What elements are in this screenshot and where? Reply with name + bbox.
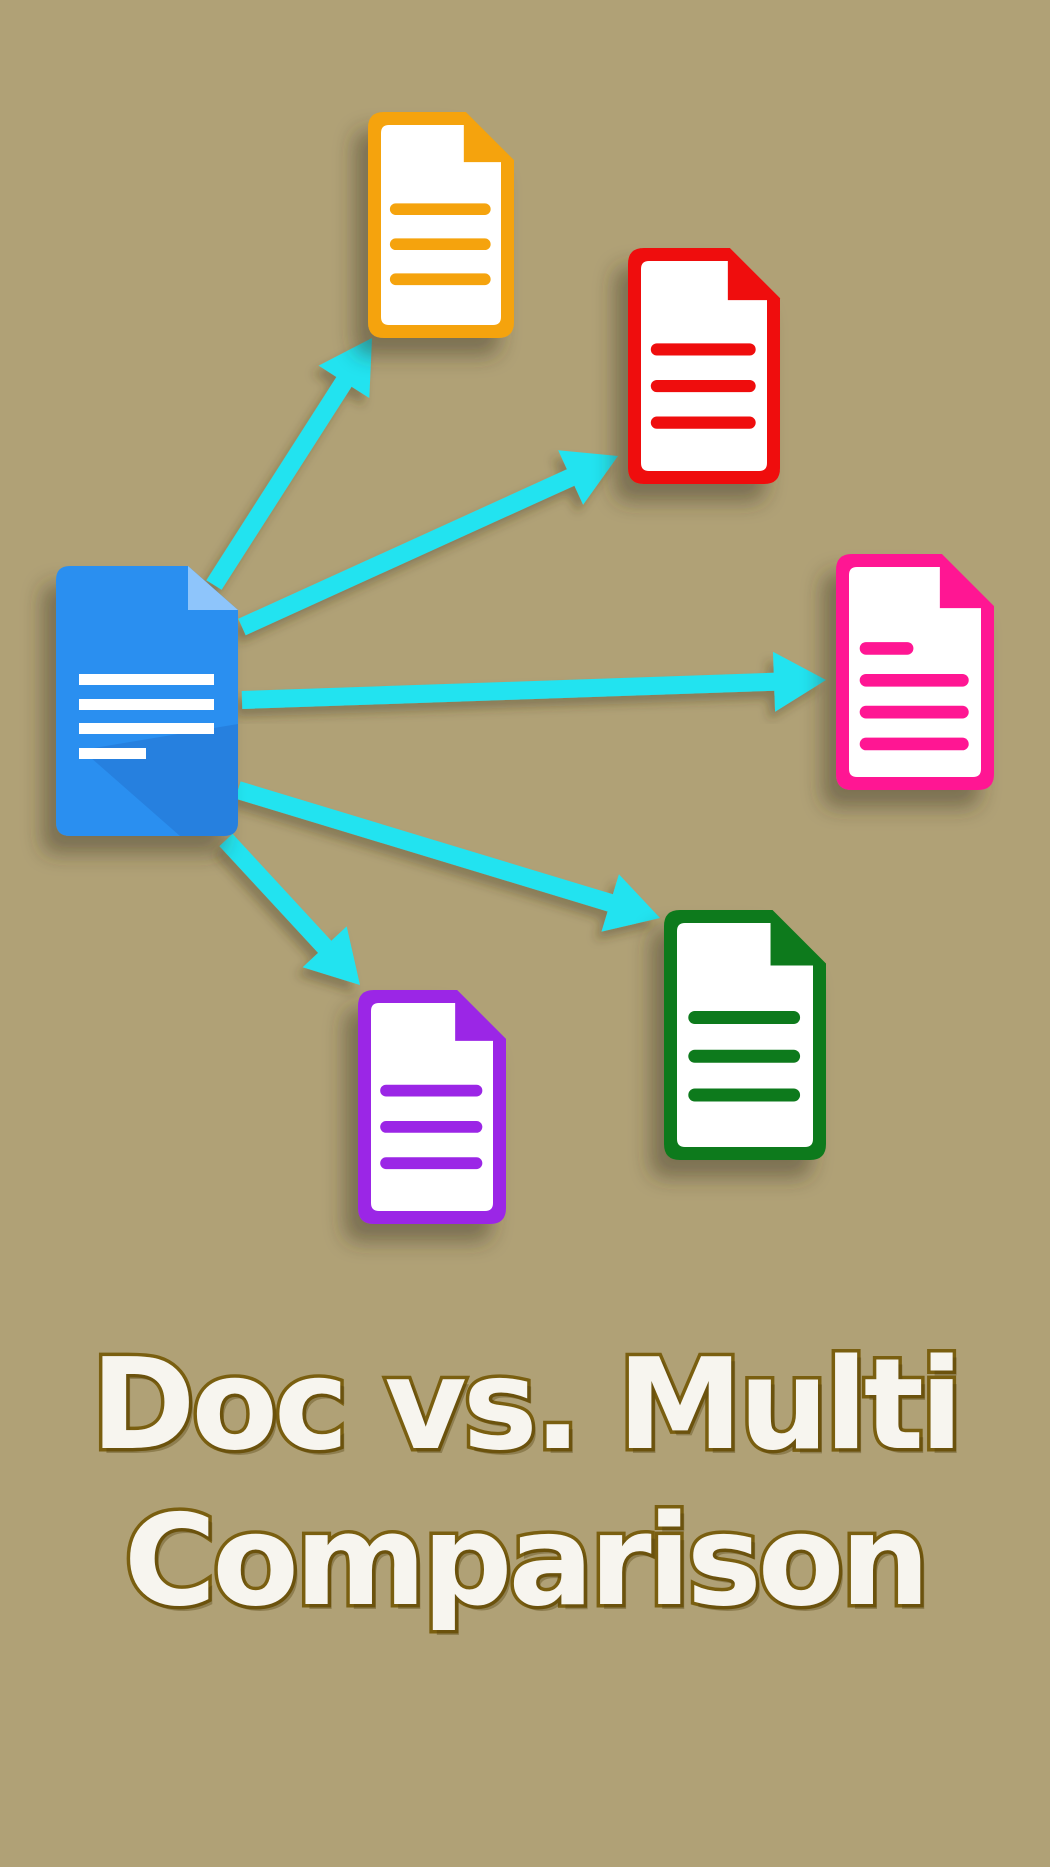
documents [358, 112, 994, 1224]
document-icon-3 [836, 554, 994, 790]
arrow-5 [219, 833, 360, 985]
document-icon-2 [628, 248, 780, 484]
document-icon-1 [368, 112, 514, 338]
arrow-2 [238, 450, 619, 636]
arrow-1 [206, 338, 372, 590]
google-docs-icon [56, 566, 238, 836]
title-line-2: Comparison [120, 1487, 933, 1634]
arrow-4 [235, 781, 660, 932]
document-icon-4 [664, 910, 826, 1160]
document-icon-5 [358, 990, 506, 1224]
title-line-1: Doc vs. Multi [87, 1331, 966, 1478]
arrows [206, 338, 826, 985]
arrow-3 [241, 651, 826, 712]
